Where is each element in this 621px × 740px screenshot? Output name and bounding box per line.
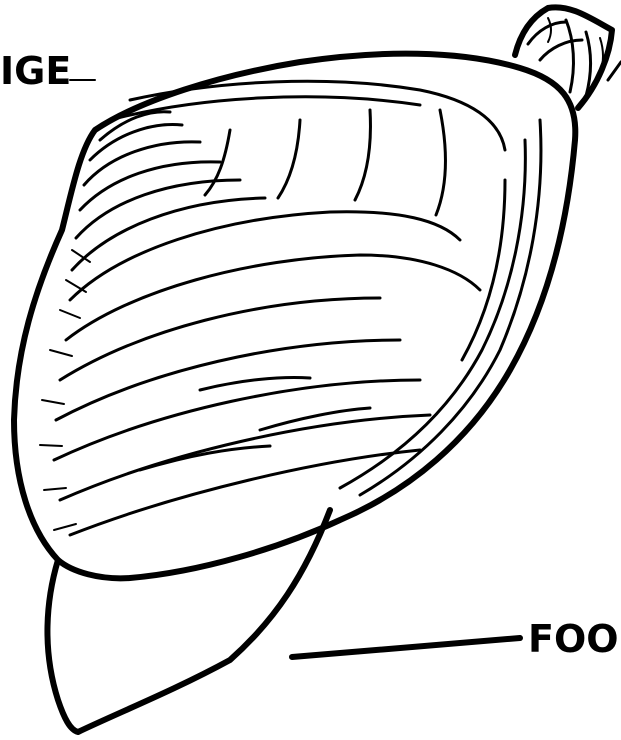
clam-shell-outline bbox=[14, 54, 575, 579]
hinge-label: IGE bbox=[0, 52, 71, 90]
shell-growth-lines bbox=[40, 81, 541, 535]
siphon-pointer-line bbox=[608, 62, 621, 80]
foot-label: FOO bbox=[528, 620, 619, 658]
foot-pointer-line bbox=[292, 638, 520, 657]
